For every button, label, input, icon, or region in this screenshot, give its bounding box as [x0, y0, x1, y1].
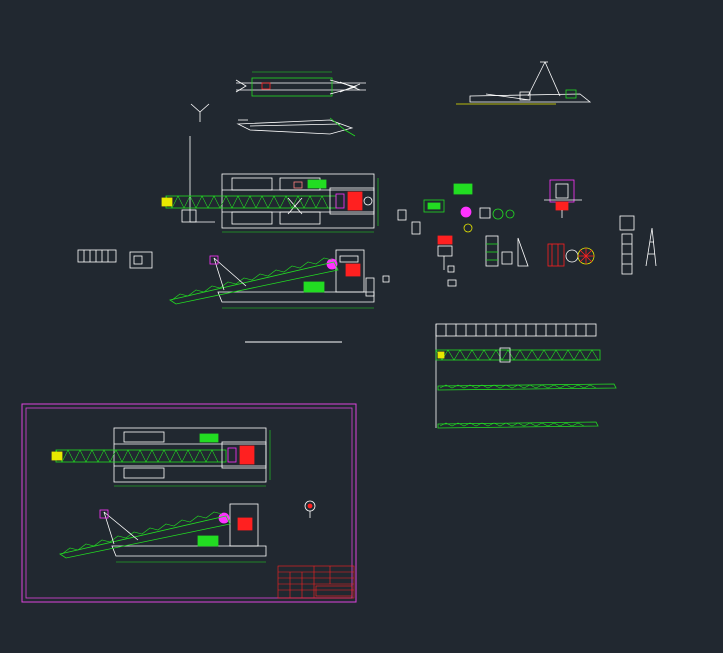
dredger-plan-view — [161, 173, 379, 233]
hull-plan-view-top — [235, 71, 366, 97]
a-frame-side-view — [456, 61, 592, 105]
drawing-sheet — [21, 403, 357, 603]
sheet-plan-view — [51, 427, 271, 487]
detail-parts — [397, 179, 657, 287]
ladder-side-view-top — [236, 117, 356, 137]
title-block — [277, 565, 355, 599]
dredger-elevation-view — [169, 249, 390, 309]
mast-symbol — [189, 103, 215, 223]
ladder-layout-view — [435, 323, 617, 429]
grate-detail — [77, 249, 153, 269]
sheet-elevation-view — [59, 500, 316, 563]
